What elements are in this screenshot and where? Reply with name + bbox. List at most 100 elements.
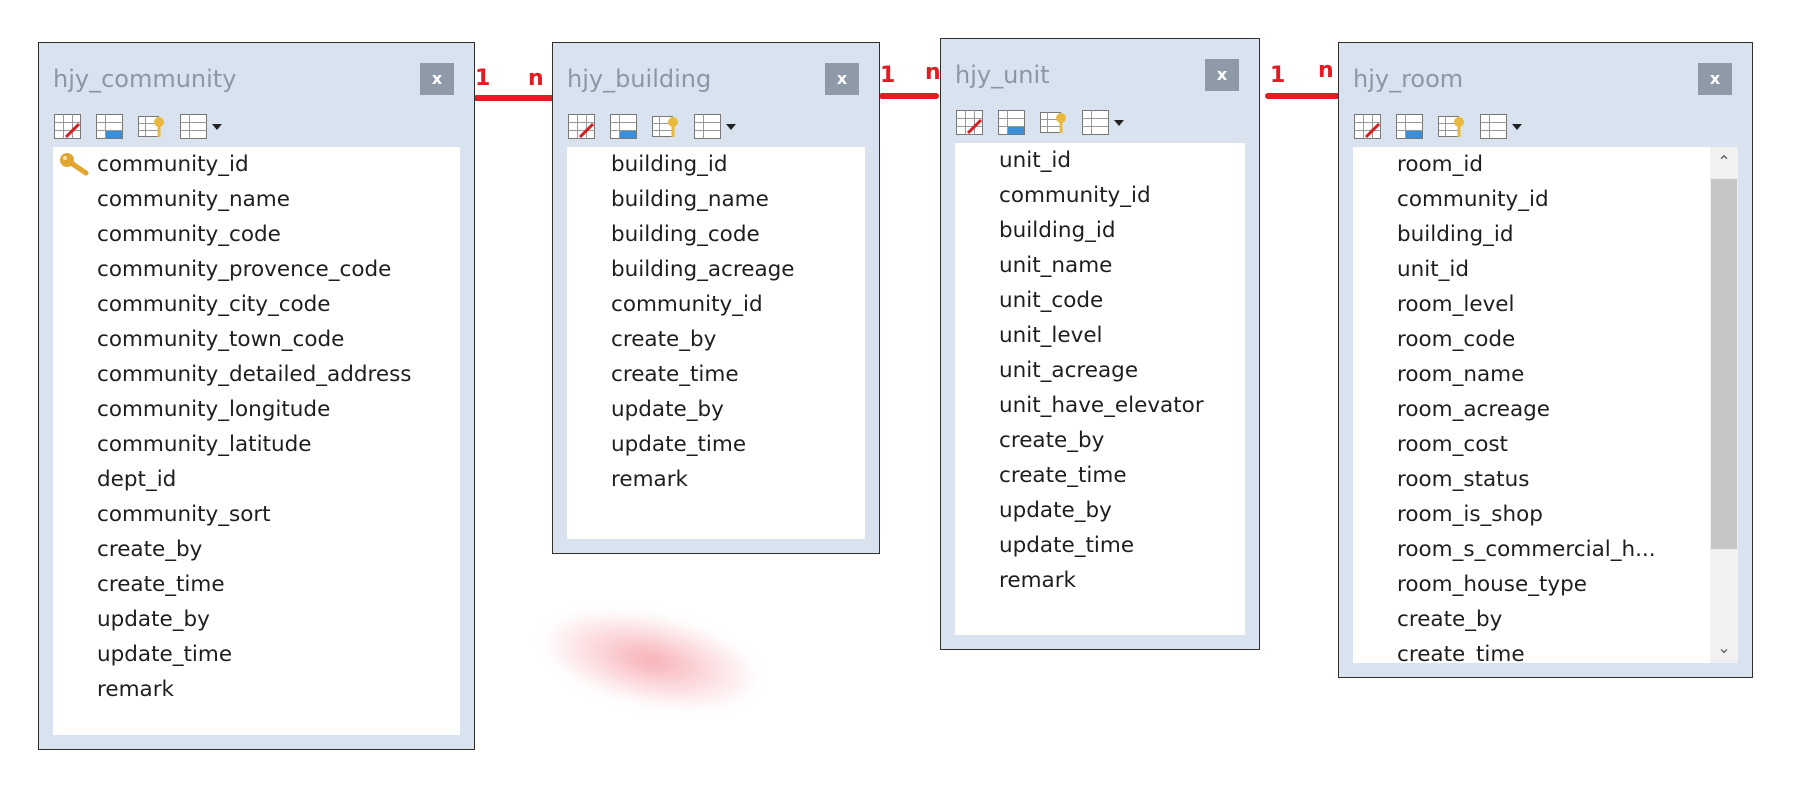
close-icon[interactable]: x bbox=[1698, 63, 1732, 95]
field-row[interactable]: remark bbox=[53, 672, 460, 707]
table-window-hjy-community[interactable]: hjy_community x community_id community_n… bbox=[38, 42, 475, 750]
grid-view-icon[interactable] bbox=[1479, 113, 1525, 141]
field-row[interactable]: room_name bbox=[1353, 357, 1738, 392]
field-row[interactable]: update_by bbox=[53, 602, 460, 637]
field-row[interactable]: building_code bbox=[567, 217, 865, 252]
field-row[interactable]: community_code bbox=[53, 217, 460, 252]
field-row[interactable]: room_level bbox=[1353, 287, 1738, 322]
design-table-icon[interactable] bbox=[955, 109, 985, 137]
field-row[interactable]: remark bbox=[955, 563, 1245, 598]
field-row[interactable]: update_time bbox=[567, 427, 865, 462]
grid-view-icon[interactable] bbox=[1081, 109, 1127, 137]
scroll-down-icon[interactable]: ⌄ bbox=[1717, 638, 1731, 657]
field-row[interactable]: unit_level bbox=[955, 318, 1245, 353]
design-table-icon[interactable] bbox=[567, 113, 597, 141]
field-row[interactable]: community_name bbox=[53, 182, 460, 217]
close-icon[interactable]: x bbox=[825, 63, 859, 95]
field-row[interactable]: community_detailed_address bbox=[53, 357, 460, 392]
field-row[interactable]: unit_have_elevator bbox=[955, 388, 1245, 423]
field-row[interactable]: room_s_commercial_h... bbox=[1353, 532, 1738, 567]
field-row[interactable]: room_acreage bbox=[1353, 392, 1738, 427]
field-list[interactable]: unit_id community_id building_id unit_na… bbox=[955, 143, 1245, 635]
table-title: hjy_community bbox=[53, 65, 237, 93]
field-list-icon[interactable] bbox=[95, 113, 125, 141]
field-row[interactable]: community_city_code bbox=[53, 287, 460, 322]
field-name: create_time bbox=[611, 362, 739, 387]
field-row[interactable]: community_provence_code bbox=[53, 252, 460, 287]
field-row[interactable]: update_time bbox=[955, 528, 1245, 563]
field-row[interactable]: dept_id bbox=[53, 462, 460, 497]
field-list[interactable]: community_id community_name community_co… bbox=[53, 147, 460, 735]
field-row[interactable]: create_by bbox=[955, 423, 1245, 458]
field-row[interactable]: unit_acreage bbox=[955, 353, 1245, 388]
field-row[interactable]: unit_id bbox=[955, 143, 1245, 178]
relation-3-to-card: n bbox=[1318, 58, 1334, 83]
key-info-icon[interactable] bbox=[1039, 109, 1069, 137]
field-list-icon[interactable] bbox=[609, 113, 639, 141]
field-name: create_time bbox=[1397, 642, 1525, 663]
field-row[interactable]: room_cost bbox=[1353, 427, 1738, 462]
field-list-icon[interactable] bbox=[997, 109, 1027, 137]
field-name: create_by bbox=[97, 537, 203, 562]
key-info-icon[interactable] bbox=[137, 113, 167, 141]
table-window-hjy-unit[interactable]: hjy_unit x unit_id community_id building… bbox=[940, 38, 1260, 650]
field-row[interactable]: community_town_code bbox=[53, 322, 460, 357]
field-name: community_longitude bbox=[97, 397, 331, 422]
field-row[interactable]: unit_id bbox=[1353, 252, 1738, 287]
field-row[interactable]: building_acreage bbox=[567, 252, 865, 287]
grid-view-icon[interactable] bbox=[693, 113, 739, 141]
field-row[interactable]: create_by bbox=[1353, 602, 1738, 637]
field-row[interactable]: create_by bbox=[567, 322, 865, 357]
table-toolbar bbox=[53, 109, 225, 145]
field-row[interactable]: create_by bbox=[53, 532, 460, 567]
close-icon[interactable]: x bbox=[420, 63, 454, 95]
field-row[interactable]: room_id bbox=[1353, 147, 1738, 182]
field-row[interactable]: update_by bbox=[955, 493, 1245, 528]
field-row[interactable]: community_id bbox=[955, 178, 1245, 213]
field-row[interactable]: building_name bbox=[567, 182, 865, 217]
field-row[interactable]: community_id bbox=[1353, 182, 1738, 217]
field-list[interactable]: room_id community_id building_id unit_id… bbox=[1353, 147, 1738, 663]
key-info-icon[interactable] bbox=[1437, 113, 1467, 141]
field-row[interactable]: create_time bbox=[955, 458, 1245, 493]
field-row[interactable]: community_latitude bbox=[53, 427, 460, 462]
field-row[interactable]: building_id bbox=[567, 147, 865, 182]
field-list[interactable]: building_id building_name building_code … bbox=[567, 147, 865, 539]
close-icon[interactable]: x bbox=[1205, 59, 1239, 91]
field-row[interactable]: update_by bbox=[567, 392, 865, 427]
field-row[interactable]: create_time bbox=[53, 567, 460, 602]
field-row[interactable]: room_house_type bbox=[1353, 567, 1738, 602]
design-table-icon[interactable] bbox=[1353, 113, 1383, 141]
field-row[interactable]: create_time bbox=[567, 357, 865, 392]
key-info-icon[interactable] bbox=[651, 113, 681, 141]
field-row[interactable]: building_id bbox=[955, 213, 1245, 248]
vertical-scrollbar[interactable]: ⌃ ⌄ bbox=[1710, 147, 1738, 663]
field-row[interactable]: remark bbox=[567, 462, 865, 497]
field-name: room_cost bbox=[1397, 432, 1508, 457]
field-row[interactable]: building_id bbox=[1353, 217, 1738, 252]
field-name: unit_have_elevator bbox=[999, 393, 1204, 418]
field-row[interactable]: community_sort bbox=[53, 497, 460, 532]
table-window-hjy-room[interactable]: hjy_room x room_id community_id building… bbox=[1338, 42, 1753, 678]
design-table-icon[interactable] bbox=[53, 113, 83, 141]
field-row[interactable]: community_id bbox=[567, 287, 865, 322]
field-row[interactable]: unit_code bbox=[955, 283, 1245, 318]
scrollbar-thumb[interactable] bbox=[1711, 179, 1737, 549]
field-row[interactable]: community_longitude bbox=[53, 392, 460, 427]
table-window-hjy-building[interactable]: hjy_building x building_id building_name… bbox=[552, 42, 880, 554]
field-row[interactable]: create_time bbox=[1353, 637, 1738, 663]
field-row[interactable]: room_status bbox=[1353, 462, 1738, 497]
field-row[interactable]: update_time bbox=[53, 637, 460, 672]
field-row[interactable]: unit_name bbox=[955, 248, 1245, 283]
field-name: building_id bbox=[999, 218, 1116, 243]
field-name: update_time bbox=[97, 642, 233, 667]
field-row[interactable]: room_is_shop bbox=[1353, 497, 1738, 532]
table-title: hjy_building bbox=[567, 65, 712, 93]
field-row[interactable]: community_id bbox=[53, 147, 460, 182]
field-name: community_city_code bbox=[97, 292, 331, 317]
field-row[interactable]: room_code bbox=[1353, 322, 1738, 357]
field-list-icon[interactable] bbox=[1395, 113, 1425, 141]
field-name: community_provence_code bbox=[97, 257, 392, 282]
grid-view-icon[interactable] bbox=[179, 113, 225, 141]
scroll-up-icon[interactable]: ⌃ bbox=[1717, 152, 1731, 171]
